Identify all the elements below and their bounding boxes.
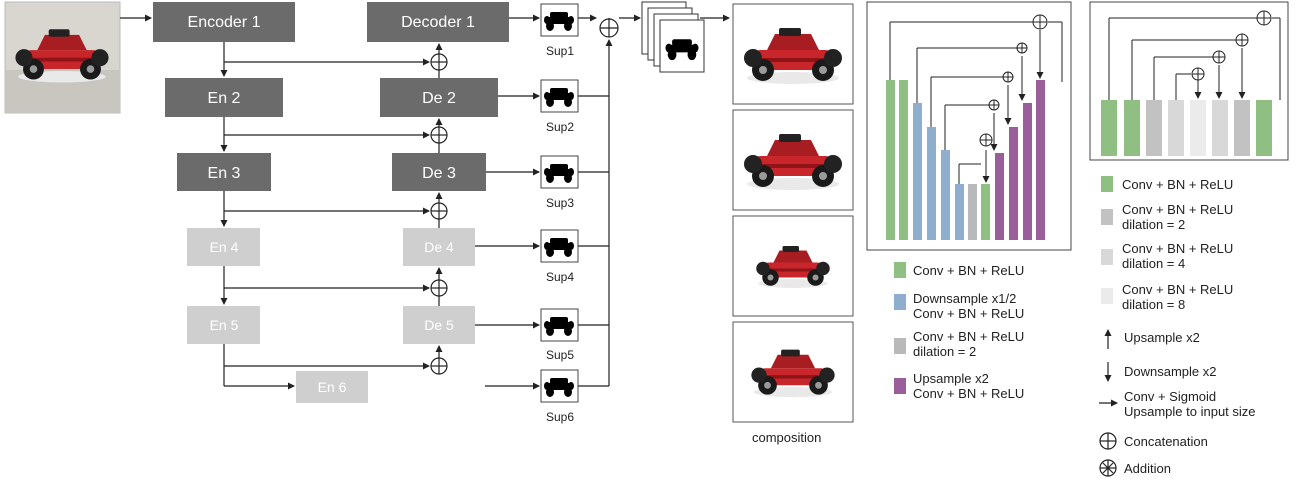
plus-circle xyxy=(431,358,447,374)
sup3-label: Sup3 xyxy=(535,196,585,210)
composition-photo xyxy=(733,216,853,316)
bar-purple xyxy=(1009,127,1018,240)
concatenation-icon xyxy=(1100,433,1116,449)
composition-photo xyxy=(733,322,853,422)
sup2-box xyxy=(541,80,578,112)
bar-purple xyxy=(995,153,1004,240)
legend-blue-label-2: Conv + BN + ReLU xyxy=(913,306,1024,321)
block-en2: En 2 xyxy=(165,78,283,117)
legend-purple-label-2: Conv + BN + ReLU xyxy=(913,386,1024,401)
de2-label: De 2 xyxy=(422,90,456,107)
sup4-box xyxy=(541,230,578,262)
encoder1-label: Encoder 1 xyxy=(188,14,261,31)
composition-photo xyxy=(733,110,853,210)
sup5-box xyxy=(541,309,578,341)
legend-r-addition-label: Addition xyxy=(1124,461,1171,476)
en4-label: En 4 xyxy=(210,239,239,255)
bar-purple xyxy=(1023,103,1032,240)
legend-r-green-label: Conv + BN + ReLU xyxy=(1122,177,1233,192)
legend-blue-label-1: Downsample x1/2 xyxy=(913,291,1016,306)
legend-green-label: Conv + BN + ReLU xyxy=(913,263,1024,278)
de4-label: De 4 xyxy=(424,239,454,255)
en3-label: En 3 xyxy=(208,165,241,182)
dilated-block-panel xyxy=(1090,2,1288,160)
legend-left-swatches xyxy=(894,262,906,394)
en2-label: En 2 xyxy=(208,90,241,107)
block-en6: En 6 xyxy=(296,371,368,403)
bar-green xyxy=(981,184,990,240)
sup2-label: Sup2 xyxy=(535,120,585,134)
sup1-box xyxy=(541,4,578,36)
legend-purple-label-1: Upsample x2 xyxy=(913,371,989,386)
bar-blue xyxy=(913,103,922,240)
addition-icon xyxy=(1100,460,1116,476)
legend-r-d2-label-1: Conv + BN + ReLU xyxy=(1122,202,1233,217)
legend-r-d8-label-2: dilation = 8 xyxy=(1122,297,1185,312)
legend-r-convsig-label-1: Conv + Sigmoid xyxy=(1124,389,1216,404)
block-en3: En 3 xyxy=(177,153,271,191)
legend-r-d4-label-2: dilation = 4 xyxy=(1122,256,1185,271)
sup1-label: Sup1 xyxy=(535,44,585,58)
legend-r-convsig-label-2: Upsample to input size xyxy=(1124,404,1256,419)
legend-r-d2-label-2: dilation = 2 xyxy=(1122,217,1185,232)
sup5-label: Sup5 xyxy=(535,348,585,362)
connections xyxy=(224,18,729,386)
sup3-box xyxy=(541,156,578,188)
block-en5: En 5 xyxy=(187,306,260,344)
bar-gray xyxy=(968,184,977,240)
bar-blue xyxy=(955,184,964,240)
plus-circle xyxy=(431,280,447,296)
legend-gray-label-1: Conv + BN + ReLU xyxy=(913,329,1024,344)
legend-r-concat-label: Concatenation xyxy=(1124,434,1208,449)
bar-blue xyxy=(941,150,950,240)
de3-label: De 3 xyxy=(422,165,456,182)
bar-purple xyxy=(1036,80,1045,240)
bar-green xyxy=(899,80,908,240)
legend-r-downsample-label: Downsample x2 xyxy=(1124,364,1217,379)
plus-circle xyxy=(431,127,447,143)
plus-circle xyxy=(431,54,447,70)
sup6-box xyxy=(541,370,578,402)
legend-r-upsample-label: Upsample x2 xyxy=(1124,330,1200,345)
bar-blue xyxy=(927,127,936,240)
de5-label: De 5 xyxy=(424,317,454,333)
block-encoder1: Encoder 1 xyxy=(153,2,295,42)
block-de2: De 2 xyxy=(380,78,498,117)
plus-circle xyxy=(431,203,447,219)
block-de5: De 5 xyxy=(403,306,475,344)
block-de3: De 3 xyxy=(392,153,486,191)
legend-right-symbols xyxy=(1099,176,1117,476)
legend-r-d8-label-1: Conv + BN + ReLU xyxy=(1122,282,1233,297)
block-de4: De 4 xyxy=(403,228,475,266)
bar-green xyxy=(886,80,895,240)
composition-images xyxy=(733,4,853,422)
mask-stack xyxy=(642,2,704,72)
decoder1-label: Decoder 1 xyxy=(401,14,475,31)
legend-r-d4-label-1: Conv + BN + ReLU xyxy=(1122,241,1233,256)
legend-gray-label-2: dilation = 2 xyxy=(913,344,976,359)
composition-photo xyxy=(733,4,853,104)
block-decoder1: Decoder 1 xyxy=(367,2,509,42)
sup4-label: Sup4 xyxy=(535,270,585,284)
unet-panel xyxy=(867,2,1071,250)
en6-label: En 6 xyxy=(318,379,347,395)
en5-label: En 5 xyxy=(210,317,239,333)
block-en4: En 4 xyxy=(187,228,260,266)
plus-circle xyxy=(600,19,618,37)
sup6-label: Sup6 xyxy=(535,410,585,424)
input-image xyxy=(5,2,120,113)
composition-label: composition xyxy=(752,430,821,445)
